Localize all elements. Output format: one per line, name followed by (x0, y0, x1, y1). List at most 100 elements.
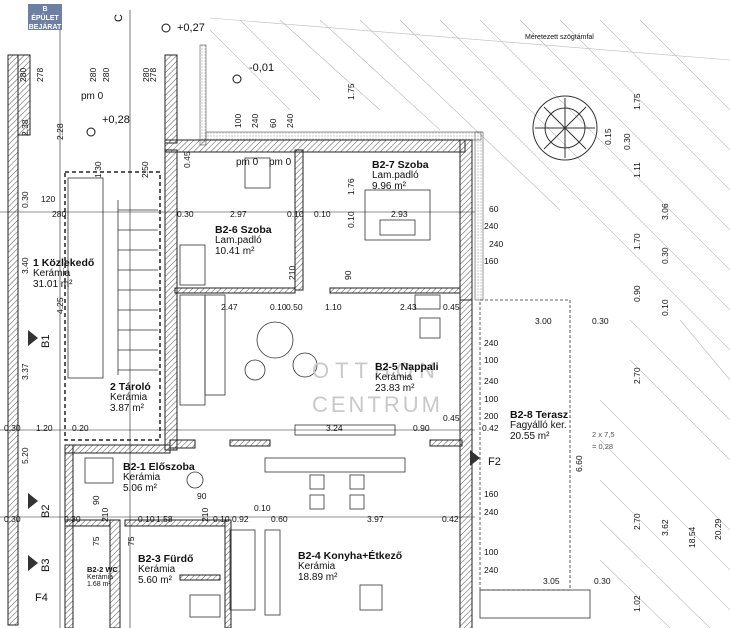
opening-size: 210 (287, 265, 297, 280)
opening-size: 75 (126, 536, 136, 546)
tree-symbol (532, 95, 598, 161)
dimension: 2.93 (391, 209, 408, 219)
opening-size: 240 (484, 338, 499, 348)
opening-size: 278 (148, 67, 158, 82)
dimension: 1.30 (93, 161, 103, 178)
watermark-line2: CENTRUM (312, 392, 443, 417)
building-entrance-badge: B ÉPÜLET BEJÁRAT (28, 4, 62, 31)
dimension: 3.06 (660, 203, 670, 220)
dimension: 0.10 (346, 211, 356, 228)
room-name: B2-5 Nappali (375, 361, 439, 373)
retaining-wall-note: Méretezett szögtámfal (525, 34, 594, 41)
stair-note: 2 x 7,5 (592, 430, 615, 439)
level-marker: -0,01 (249, 62, 275, 74)
room-area: 1.68 m² (87, 581, 111, 589)
room-name: B2-6 Szoba (215, 224, 272, 236)
dimension: 0.10 (314, 209, 331, 219)
room-area: 5.60 m² (138, 574, 172, 586)
room-floor: Fagyálló ker. (510, 420, 567, 432)
storage-outline (64, 171, 161, 441)
level-marker: pm 0 (236, 157, 259, 168)
room-name: B2-3 Fürdő (138, 553, 194, 565)
room-name: B2-1 Előszoba (123, 461, 195, 473)
room-floor: Kerámia (123, 472, 161, 484)
dimension: 1.75 (346, 83, 356, 100)
room-floor: Kerámia (298, 561, 336, 573)
dimension: 3.37 (20, 363, 30, 380)
opening-size: 280 (18, 67, 28, 82)
room-label-b2-6: B2-6 Szoba Lam.padló 10.41 m² (215, 224, 272, 257)
level-markers (86, 23, 242, 137)
dimension: 1.75 (632, 93, 642, 110)
section-label-f4: F4 (35, 592, 48, 604)
opening-size: 240 (250, 113, 260, 128)
dimension: 0.45 (182, 151, 192, 168)
opening-size: 90 (91, 495, 101, 505)
room-area: 10.41 m² (215, 245, 255, 257)
opening-size: 60 (489, 204, 499, 214)
dimension: 0.45 (443, 413, 460, 423)
section-label-b2: B2 (40, 504, 52, 518)
dimension: 0.30 (594, 576, 611, 586)
room-floor: Kerámia (87, 573, 114, 581)
dimension: 0.30 (4, 514, 21, 524)
dimension: 2.97 (230, 209, 247, 219)
dimension: 0.30 (660, 247, 670, 264)
watermark-line1: OTTHON (312, 358, 441, 383)
dimension: 0.20 (72, 423, 89, 433)
opening-size: 280 (101, 67, 111, 82)
dimension: 0.42 (482, 423, 499, 433)
opening-size: 200 (484, 411, 499, 421)
dimension: 6.60 (574, 455, 584, 472)
dimension: 1.70 (632, 233, 642, 250)
level-marker: pm 0 (81, 91, 104, 102)
dimension: 0.60 (271, 514, 288, 524)
level-marker: +0,28 (102, 114, 130, 126)
dimension: 0.30 (20, 191, 30, 208)
room-label-b2-4: B2-4 Konyha+Étkező Kerámia 18.89 m² (298, 550, 403, 583)
dimension: 1.58 (156, 514, 173, 524)
dimension: 0.30 (622, 133, 632, 150)
dimension: 2.43 (400, 302, 417, 312)
room-area: 18.89 m² (298, 571, 338, 583)
walls (7, 54, 473, 628)
dimension: 3.97 (367, 514, 384, 524)
room-area: 31.01 m² (33, 278, 73, 290)
room-name: B2-4 Konyha+Étkező (298, 550, 403, 562)
opening-size: 160 (484, 489, 499, 499)
room-floor: Kerámia (110, 392, 148, 404)
dimension: 0.10 (213, 514, 230, 524)
opening-size: 60 (268, 118, 278, 128)
room-area: 5.06 m² (123, 482, 157, 494)
dimension: 0.10 (660, 299, 670, 316)
dimension: 0.30 (592, 316, 609, 326)
opening-size: 240 (484, 507, 499, 517)
room-floor: Kerámia (138, 564, 176, 576)
dimension: 1.76 (346, 178, 356, 195)
dimension: 2.47 (221, 302, 238, 312)
opening-size: 100 (484, 547, 499, 557)
dimension: 3.62 (660, 519, 670, 536)
opening-size: 240 (285, 113, 295, 128)
badge-line1: B ÉPÜLET (31, 6, 59, 22)
room-label-b2-5: B2-5 Nappali Kerámia 23.83 m² (375, 361, 439, 394)
dimension: 2.70 (632, 513, 642, 530)
room-floor: Kerámia (375, 372, 413, 384)
opening-size: 240 (484, 376, 499, 386)
dimension: 0.45 (443, 302, 460, 312)
dimension: 2.38 (20, 119, 30, 136)
dimension: 3.40 (20, 257, 30, 274)
dimension: 4.25 (55, 297, 65, 314)
dimension: 3.05 (543, 576, 560, 586)
room-floor: Kerámia (33, 268, 71, 280)
room-name: 1 Közlekedő (33, 257, 95, 269)
dimension: 0.30 (4, 423, 21, 433)
opening-size: 278 (35, 67, 45, 82)
room-area: 9.96 m² (372, 180, 406, 192)
dimension: 1.02 (632, 595, 642, 612)
opening-size: 100 (233, 113, 243, 128)
section-label-b3: B3 (40, 558, 52, 572)
garden-hatch (209, 17, 730, 628)
level-marker: +0,27 (177, 22, 205, 34)
